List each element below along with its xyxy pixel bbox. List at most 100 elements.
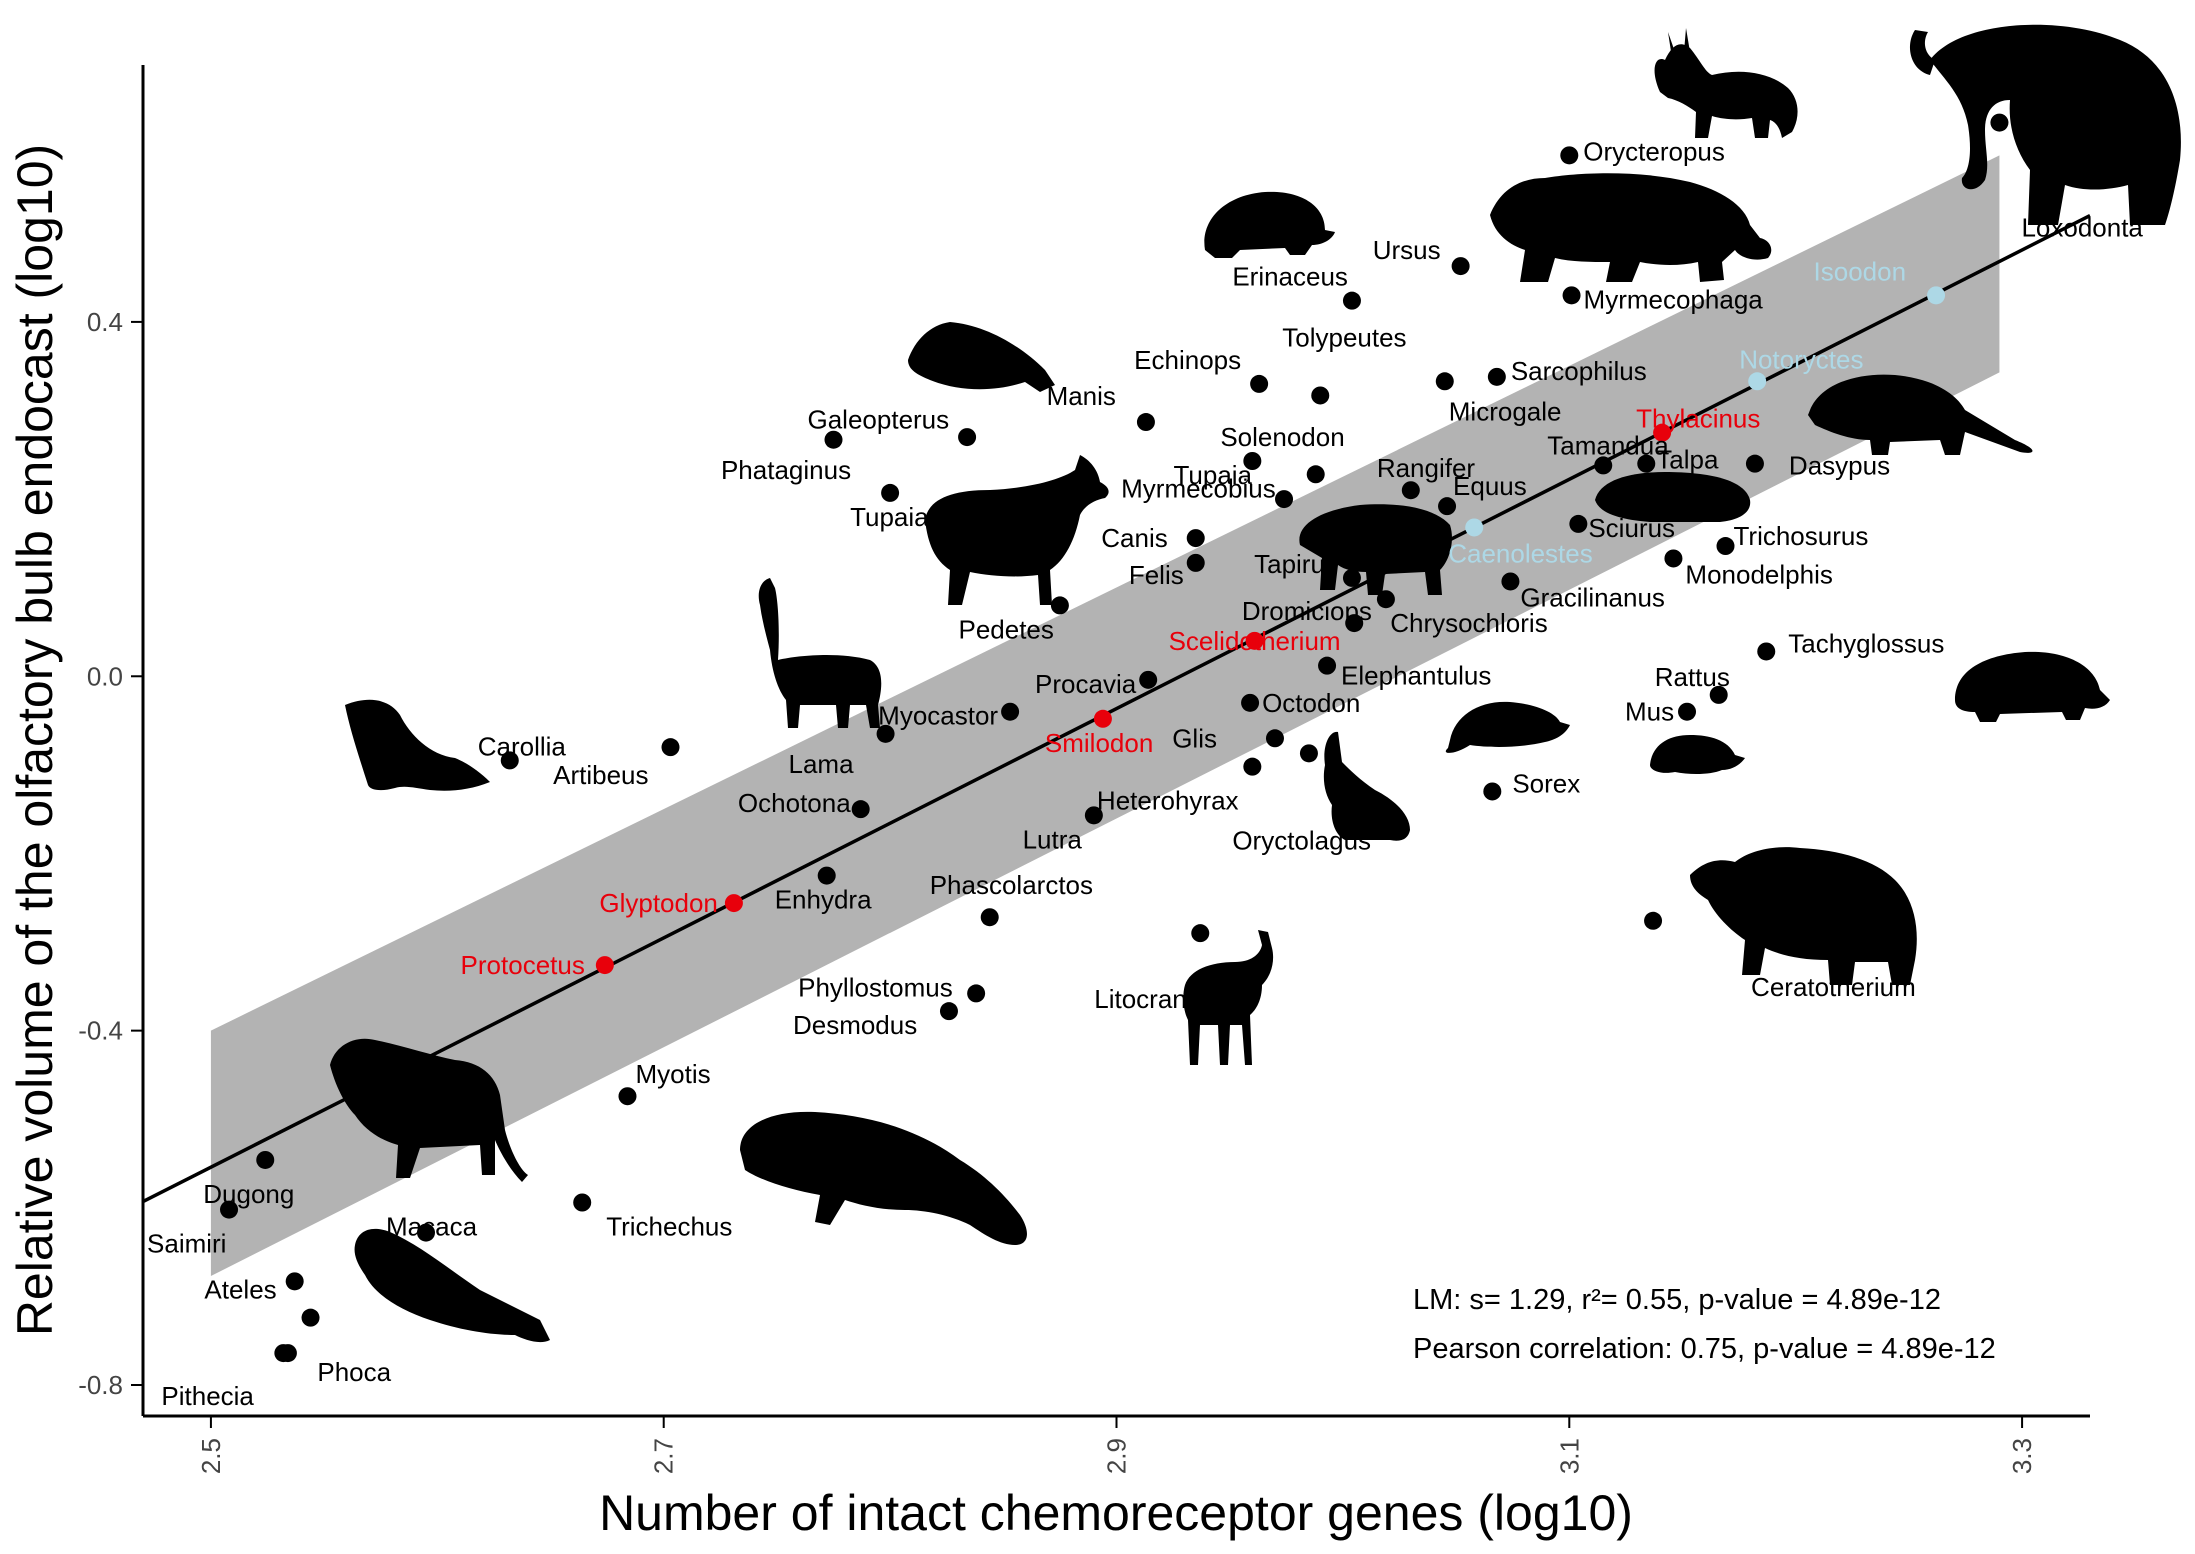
wolf-silhouette <box>925 455 1109 605</box>
point-label: Myotis <box>635 1059 710 1089</box>
data-point <box>1243 757 1262 776</box>
data-point <box>1451 257 1470 276</box>
data-point <box>1664 549 1683 568</box>
tapir-silhouette <box>1299 504 1452 595</box>
point-label: Canis <box>1101 523 1167 553</box>
rabbit-silhouette <box>1323 731 1410 841</box>
point-label: Tachyglossus <box>1788 628 1944 658</box>
point-label: Lama <box>789 749 855 779</box>
point-label: Glis <box>1172 723 1217 753</box>
point-label: Dromiciops <box>1242 596 1372 626</box>
data-point <box>1562 286 1581 305</box>
data-point <box>817 866 836 885</box>
data-point <box>1560 146 1579 165</box>
data-point <box>1435 372 1454 391</box>
hedgehog-silhouette <box>1204 191 1335 258</box>
data-point <box>1678 702 1697 721</box>
colugo-silhouette <box>908 322 1055 392</box>
point-label: Caenolestes <box>1448 538 1593 568</box>
data-point <box>573 1193 592 1212</box>
point-label: Ateles <box>204 1274 276 1304</box>
point-label: Tupaia <box>1173 460 1252 490</box>
data-point <box>1487 367 1506 386</box>
point-label: Felis <box>1129 560 1184 590</box>
data-point <box>1345 614 1364 633</box>
point-label: Dasypus <box>1789 451 1890 481</box>
point-label: Tupaia <box>850 502 929 532</box>
data-point <box>1745 454 1764 473</box>
data-point <box>256 1150 275 1169</box>
data-point <box>1376 590 1395 609</box>
point-label: Smilodon <box>1045 728 1153 758</box>
data-point <box>1637 454 1656 473</box>
y-axis-label: Relative volume of the olfactory bulb en… <box>7 144 63 1336</box>
point-label: Galeopterus <box>808 405 950 435</box>
data-point <box>851 800 870 819</box>
data-point <box>1241 693 1260 712</box>
data-point <box>1653 423 1672 442</box>
x-tick-label: 3.3 <box>2007 1438 2037 1474</box>
point-label: Monodelphis <box>1685 559 1832 589</box>
point-label: Tolypeutes <box>1282 322 1406 352</box>
data-point <box>967 984 986 1003</box>
data-point <box>1191 924 1210 943</box>
data-point <box>1716 537 1735 556</box>
point-label: Heterohyrax <box>1097 785 1239 815</box>
data-point <box>1709 685 1728 704</box>
point-label: Myrmecophaga <box>1584 284 1764 314</box>
data-point <box>1342 291 1361 310</box>
data-point <box>1084 806 1103 825</box>
data-point <box>1001 702 1020 721</box>
data-point <box>1342 568 1361 587</box>
point-label: Trichechus <box>606 1211 732 1241</box>
data-point <box>1401 481 1420 500</box>
data-point <box>876 724 895 743</box>
point-label: Gracilinanus <box>1520 582 1665 612</box>
point-label: Artibeus <box>553 760 648 790</box>
data-point <box>1644 911 1663 930</box>
point-label: Litocranius <box>1094 984 1220 1014</box>
data-point <box>1186 553 1205 572</box>
point-label: Sorex <box>1512 768 1580 798</box>
point-label: Phyllostomus <box>798 972 953 1002</box>
points-layer <box>220 113 2009 1363</box>
elephant-silhouette <box>1910 24 2181 225</box>
data-point <box>500 751 519 770</box>
point-label: Talpa <box>1656 445 1719 475</box>
point-label: Pithecia <box>161 1381 254 1411</box>
x-tick-label: 2.7 <box>649 1438 679 1474</box>
data-point <box>1136 413 1155 432</box>
data-point <box>1438 497 1457 516</box>
data-point <box>1927 286 1946 305</box>
llama-silhouette <box>758 578 882 728</box>
data-point <box>1245 631 1264 650</box>
point-label: Pedetes <box>958 614 1053 644</box>
data-point <box>881 483 900 502</box>
y-tick-label: -0.8 <box>78 1370 123 1400</box>
x-tick-label: 2.9 <box>1102 1438 1132 1474</box>
point-label: Dugong <box>203 1179 294 1209</box>
point-label: Phoca <box>317 1357 391 1387</box>
point-label: Isoodon <box>1814 256 1907 286</box>
data-point <box>1050 596 1069 615</box>
data-point <box>416 1223 435 1242</box>
data-point <box>595 956 614 975</box>
seal-silhouette <box>354 1228 550 1343</box>
point-label: Enhydra <box>775 885 872 915</box>
echidna-silhouette <box>1955 651 2110 722</box>
y-tick-label: 0.4 <box>87 307 123 337</box>
rhinoceros-silhouette <box>1690 847 1917 985</box>
manatee-silhouette <box>740 1111 1027 1245</box>
point-label: Saimiri <box>147 1229 226 1259</box>
data-point <box>824 430 843 449</box>
data-point <box>1501 572 1520 591</box>
bear-silhouette <box>1490 173 1772 282</box>
gazelle-silhouette <box>1183 930 1274 1065</box>
point-label: Manis <box>1047 381 1116 411</box>
point-label: Desmodus <box>793 1010 917 1040</box>
point-label: Ceratotherium <box>1751 972 1916 1002</box>
data-point <box>1569 514 1588 533</box>
mouse-silhouette <box>1650 735 1745 775</box>
